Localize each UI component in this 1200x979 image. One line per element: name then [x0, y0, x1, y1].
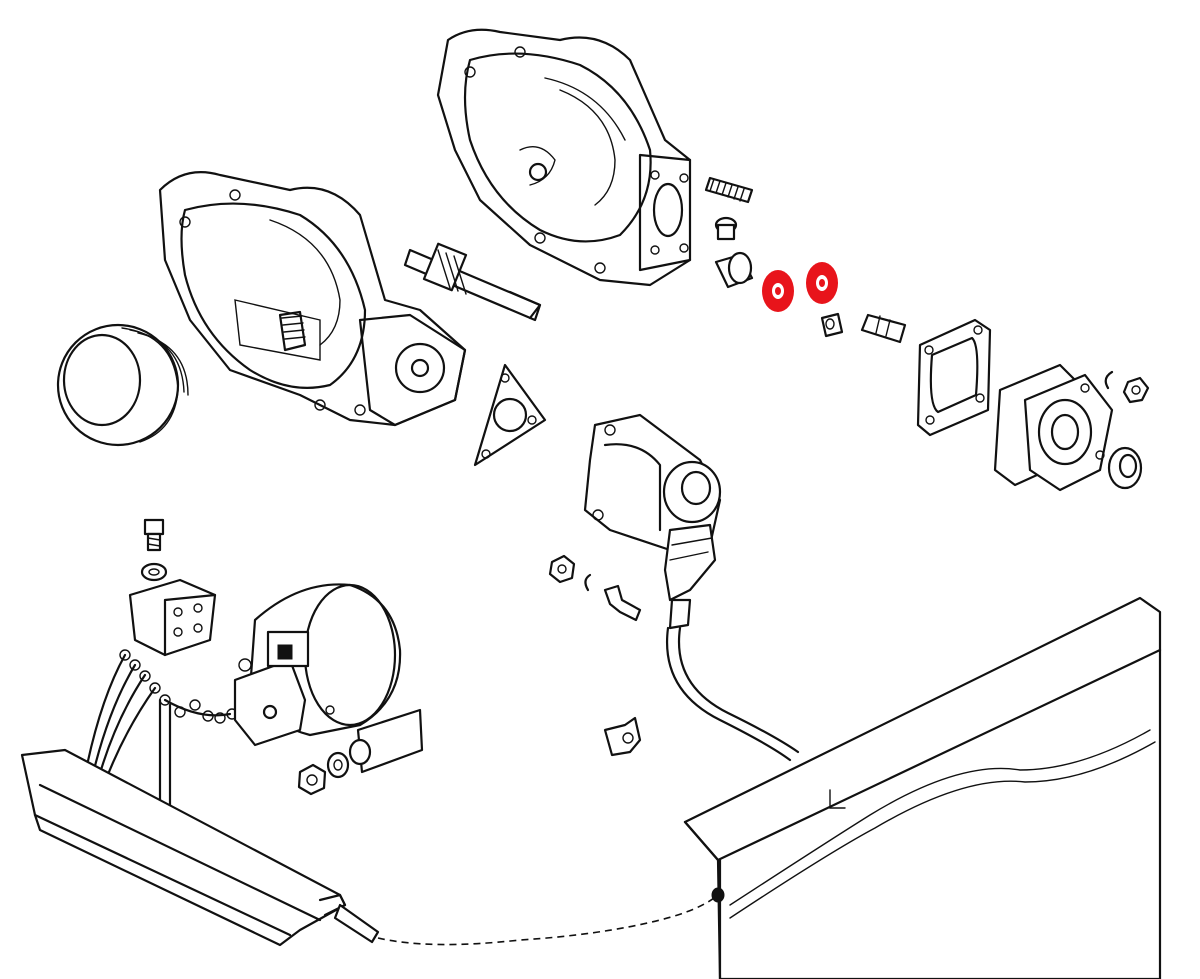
relay-wires: [83, 649, 238, 822]
washer-highlighted-2: [806, 262, 838, 304]
oil-seal: [1107, 446, 1143, 490]
bolt-relay: [143, 518, 165, 552]
rear-gear-housing: [436, 28, 692, 287]
wiring-harness-route: [333, 887, 725, 946]
nut-sensor: [548, 554, 576, 584]
frame-rail-left: [20, 748, 347, 947]
hex-nut-meter: [297, 763, 327, 796]
clip-sensor: [584, 573, 592, 592]
stud-bolt: [704, 176, 754, 204]
washer-meter: [326, 751, 350, 779]
bolt-sensor: [603, 584, 642, 622]
frame-rail-right: [683, 596, 1162, 979]
front-gear-housing: [158, 171, 467, 427]
bushing: [714, 251, 754, 289]
bracket-plate: [348, 708, 424, 774]
gasket-triangle: [473, 363, 547, 467]
drive-shaft-pin: [860, 313, 907, 344]
washer-relay: [140, 562, 168, 582]
sensor-cable: [666, 626, 800, 762]
pinion-shaft: [403, 242, 542, 322]
hex-nut-right: [1122, 376, 1150, 404]
retaining-clip: [1104, 370, 1114, 390]
threaded-ring: [56, 323, 189, 447]
gasket-large: [916, 318, 992, 437]
small-nut: [820, 312, 844, 338]
plug: [714, 216, 738, 241]
bearing-cap: [993, 363, 1114, 492]
relay-box: [128, 578, 217, 657]
meter-unit: [233, 583, 402, 747]
cable-clamp: [603, 716, 642, 757]
washer-highlighted-1: [762, 270, 794, 312]
speed-sensor: [583, 413, 722, 630]
